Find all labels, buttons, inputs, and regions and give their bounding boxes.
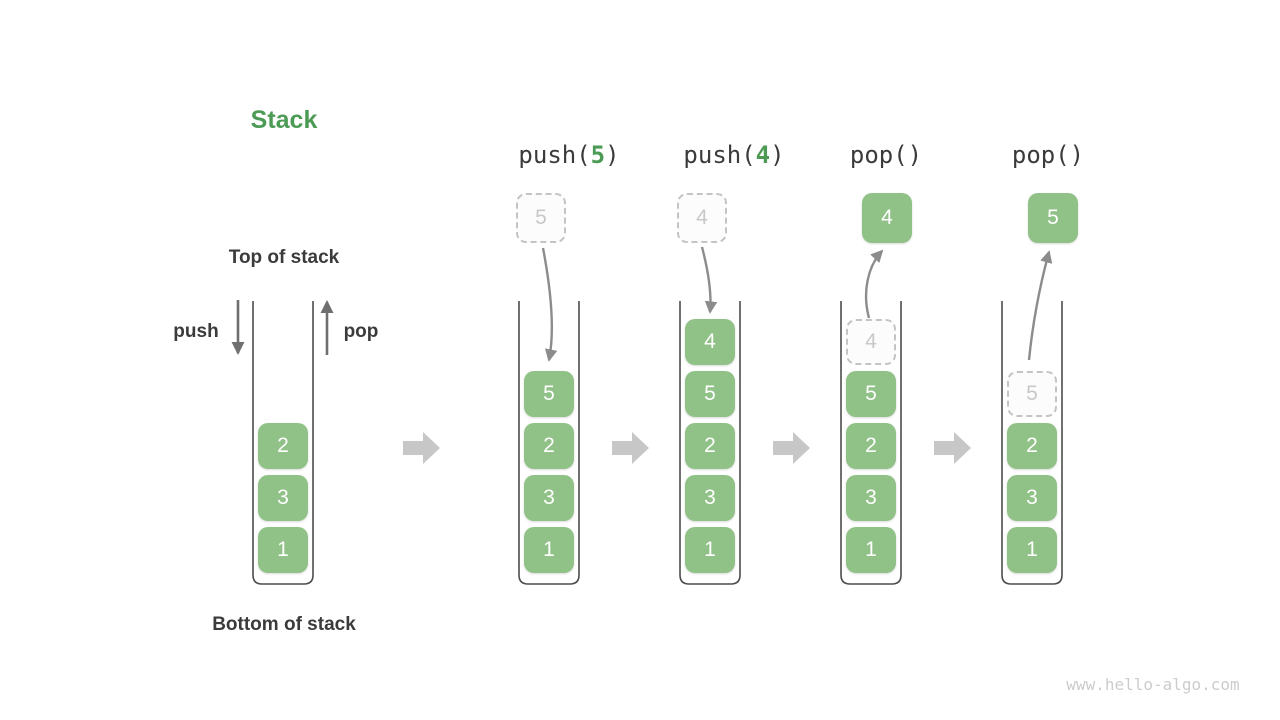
stack-element: 5	[524, 371, 574, 417]
pop-4-arrow-icon	[864, 249, 884, 319]
operation-label-prefix: push(	[683, 141, 756, 169]
operation-label-suffix: )	[1069, 141, 1085, 169]
stack-element: 2	[1007, 423, 1057, 469]
stack-element: 3	[524, 475, 574, 521]
operation-label: push(4)	[644, 141, 824, 169]
operation-label-prefix: pop(	[849, 141, 908, 169]
diagram-title: Stack	[250, 106, 318, 134]
step-arrow-icon	[403, 432, 440, 464]
stack-element: 1	[1007, 527, 1057, 573]
operation-label-suffix: )	[770, 141, 785, 169]
stack-element: 2	[524, 423, 574, 469]
pushed-value-box: 5	[516, 193, 566, 243]
pop-5-arrow-icon	[1027, 250, 1053, 361]
stack-element: 2	[685, 423, 735, 469]
stack-container-1	[252, 301, 314, 585]
stack-element: 1	[258, 527, 308, 573]
stack-element: 2	[846, 423, 896, 469]
bottom-of-stack-label: Bottom of stack	[212, 614, 356, 635]
popped-value-box: 5	[1028, 193, 1078, 243]
stack-container-2	[518, 301, 580, 585]
stack-element: 1	[524, 527, 574, 573]
popped-value-box: 4	[862, 193, 912, 243]
stack-element: 3	[846, 475, 896, 521]
pop-label: pop	[343, 321, 379, 342]
stack-element: 1	[846, 527, 896, 573]
ghost-element: 4	[846, 319, 896, 365]
operation-label-suffix: )	[907, 141, 923, 169]
operation-label-arg: 5	[590, 141, 606, 169]
stack-container-3	[679, 301, 741, 585]
operation-label: pop()	[796, 141, 976, 169]
push-4-arrow-icon	[700, 246, 718, 314]
operation-label-prefix: push(	[518, 141, 591, 169]
stack-container-4	[840, 301, 902, 585]
step-arrow-icon	[934, 432, 971, 464]
stack-element: 4	[685, 319, 735, 365]
watermark: www.hello-algo.com	[1066, 675, 1240, 694]
stack-element: 3	[1007, 475, 1057, 521]
operation-label-arg: 4	[755, 141, 771, 169]
pushed-value-box: 4	[677, 193, 727, 243]
stack-element: 1	[685, 527, 735, 573]
operation-label-prefix: pop(	[1011, 141, 1070, 169]
ghost-element: 5	[1007, 371, 1057, 417]
stack-element: 3	[258, 475, 308, 521]
step-arrow-icon	[612, 432, 649, 464]
step-arrow-icon	[773, 432, 810, 464]
push-5-arrow-icon	[541, 247, 558, 362]
stack-element: 5	[846, 371, 896, 417]
operation-label: pop()	[958, 141, 1138, 169]
stack-element: 5	[685, 371, 735, 417]
stack-element: 2	[258, 423, 308, 469]
push-label: push	[173, 321, 219, 342]
top-of-stack-label: Top of stack	[228, 247, 340, 268]
stack-element: 3	[685, 475, 735, 521]
operation-label: push(5)	[479, 141, 659, 169]
operation-label-suffix: )	[605, 141, 620, 169]
stack-container-5	[1001, 301, 1063, 585]
